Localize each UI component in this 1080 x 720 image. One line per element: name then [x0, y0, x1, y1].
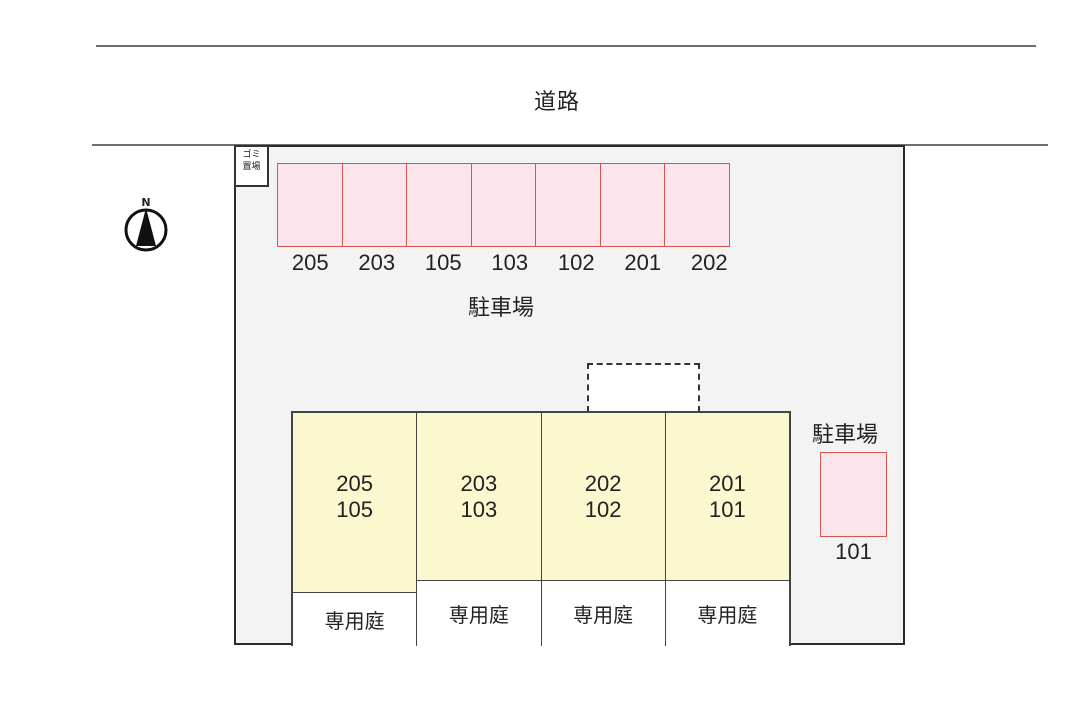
parking-slot-label: 205 — [291, 250, 329, 275]
unit-column[interactable]: 201 101 専用庭 — [665, 413, 789, 646]
parking-slot-102[interactable] — [535, 163, 601, 247]
parking-slot-label: 203 — [358, 250, 396, 275]
parking-slot-label: 103 — [491, 250, 529, 275]
compass-label: N — [141, 196, 150, 209]
unit-column[interactable]: 203 103 専用庭 — [417, 413, 542, 646]
unit-rooms: 205 105 — [293, 413, 417, 593]
garbage-area-label-2: 置場 — [242, 162, 261, 172]
parking-slot-103[interactable] — [470, 163, 537, 247]
parking-slot-label: 105 — [424, 250, 462, 275]
private-garden: 専用庭 — [665, 581, 789, 646]
unit-rooms: 202 102 — [541, 413, 665, 581]
parking-area-label: 駐車場 — [468, 296, 535, 321]
private-garden: 専用庭 — [293, 593, 417, 646]
unit-column[interactable]: 205 105 専用庭 — [293, 413, 418, 646]
parking-slot-201[interactable] — [599, 163, 666, 247]
entrance-area-dashed — [587, 363, 700, 412]
parking-row-labels: 205 203 105 103 102 201 202 — [277, 250, 743, 276]
unit-upper-number: 205 — [336, 470, 373, 496]
parking-slot-label: 102 — [557, 250, 595, 275]
parking-slot-205[interactable] — [277, 163, 343, 247]
road-edge-top — [96, 45, 1036, 47]
unit-rooms: 201 101 — [665, 413, 789, 581]
private-garden: 専用庭 — [541, 581, 665, 646]
parking-slot-label: 101 — [835, 539, 872, 564]
apartment-building: 205 105 専用庭 203 103 専用庭 202 102 専用庭 201 … — [291, 411, 791, 646]
unit-lower-number: 103 — [460, 496, 498, 522]
garbage-area: ゴミ 置場 — [234, 145, 269, 187]
unit-upper-number: 202 — [584, 470, 622, 496]
unit-upper-number: 203 — [460, 470, 498, 496]
unit-lower-number: 102 — [584, 496, 622, 522]
road-label: 道路 — [534, 90, 581, 115]
unit-lower-number: 105 — [336, 496, 373, 522]
side-parking-label: 駐車場 — [812, 423, 879, 448]
parking-row-top — [277, 163, 730, 247]
north-arrow-icon: N — [123, 193, 169, 255]
parking-slot-label: 202 — [690, 250, 728, 275]
parking-slot-101[interactable] — [820, 452, 887, 537]
private-garden: 専用庭 — [417, 581, 541, 646]
parking-slot-203[interactable] — [341, 163, 408, 247]
garbage-area-label-1: ゴミ — [242, 150, 261, 160]
unit-rooms: 203 103 — [417, 413, 541, 581]
unit-column[interactable]: 202 102 専用庭 — [541, 413, 666, 646]
unit-lower-number: 101 — [709, 496, 746, 522]
parking-slot-105[interactable] — [406, 163, 472, 247]
unit-upper-number: 201 — [709, 470, 746, 496]
parking-slot-202[interactable] — [664, 163, 730, 247]
parking-slot-label: 201 — [624, 250, 662, 275]
